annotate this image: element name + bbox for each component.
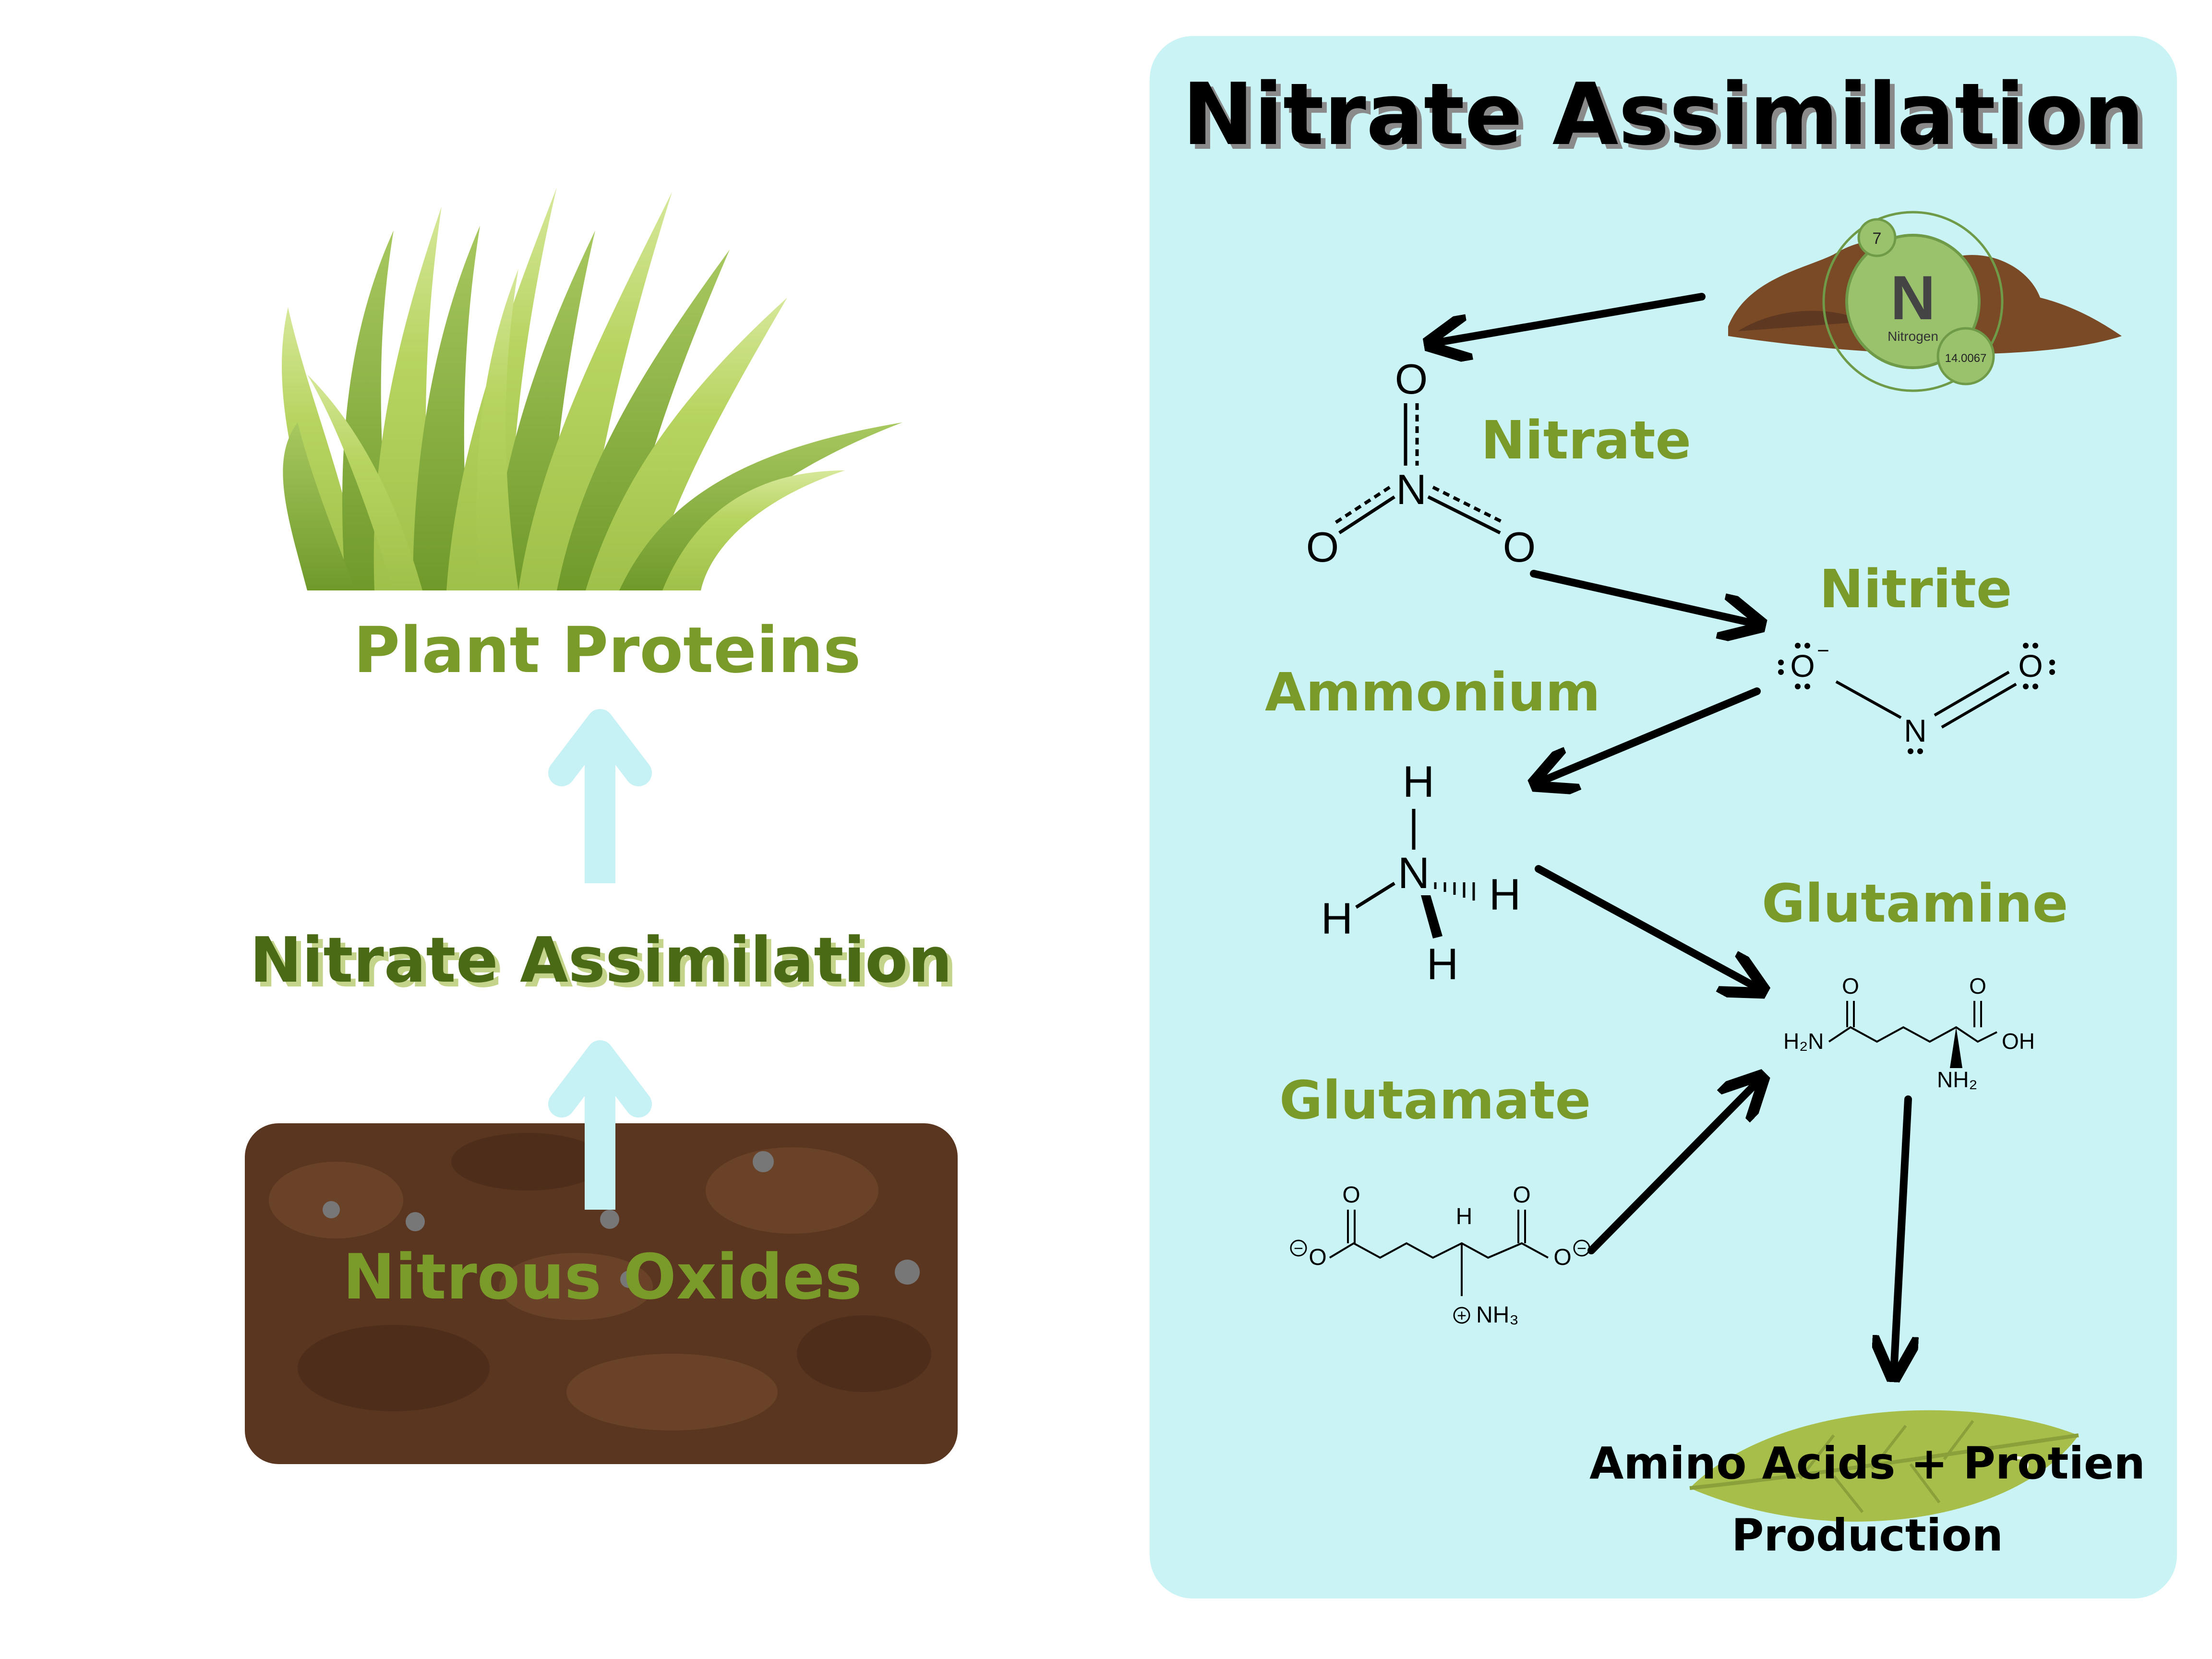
panel-title: Nitrate Assimilation: [1182, 65, 2144, 164]
svg-text:O: O: [1842, 974, 1859, 998]
nitrogen-symbol: N: [1890, 263, 1936, 333]
nitrate-assimilation-label: Nitrate Assimilation: [254, 928, 957, 1001]
svg-text:O: O: [1513, 1182, 1530, 1208]
right-panel-background: [1150, 36, 2177, 1599]
svg-text:H: H: [1403, 757, 1434, 806]
svg-text:O: O: [1306, 523, 1339, 571]
nitrogen-atomic-mass: 14.0067: [1945, 352, 1987, 365]
ammonium-molecule: H N H H H: [1321, 757, 1521, 989]
final-product-line1: Amino Acids + Protien: [1589, 1438, 2145, 1489]
upward-arrow-upper: [548, 709, 652, 883]
svg-text:NH₂: NH₂: [1937, 1067, 1977, 1092]
svg-text:OH: OH: [2002, 1029, 2035, 1054]
svg-text:−: −: [1577, 1239, 1587, 1258]
glutamate-label: Glutamate: [1279, 1070, 1591, 1131]
nitrogen-atom-icon: [1845, 234, 1981, 369]
svg-text:O: O: [1342, 1182, 1360, 1208]
arrow-ammonium-to-glutamine: [1535, 865, 1759, 989]
svg-text:O: O: [2018, 648, 2043, 684]
flow-arrows: [1433, 293, 1908, 1373]
nitrate-molecule: O N O O: [1306, 355, 1536, 571]
arrow-glutamine-to-production: [1894, 1095, 1908, 1373]
final-product-line2: Production: [1731, 1510, 2003, 1561]
right-panel: Nitrate Assimilation Nitrate Assimilatio…: [1150, 36, 2177, 1599]
svg-text:O: O: [1395, 355, 1428, 403]
svg-text:O: O: [1969, 974, 1986, 998]
arrow-badge-to-nitrate: [1433, 293, 1706, 343]
svg-text:H: H: [1321, 894, 1353, 943]
arrow-glutamate-to-glutamine: [1587, 1080, 1759, 1254]
svg-text:−: −: [1294, 1239, 1303, 1258]
upward-arrow-lower: [548, 1040, 652, 1210]
left-panel: Plant Proteins Nitrate Assimilation Nitr…: [245, 187, 958, 1464]
svg-text:NH₃: NH₃: [1476, 1302, 1519, 1328]
svg-text:H: H: [1489, 870, 1521, 919]
nitrite-label: Nitrite: [1819, 558, 2012, 620]
arrow-nitrite-to-ammonium: [1539, 687, 1761, 782]
svg-text:N: N: [1396, 466, 1427, 513]
svg-text:H₂N: H₂N: [1783, 1029, 1824, 1054]
nitrogen-name: Nitrogen: [1887, 329, 1938, 344]
svg-text:O: O: [1309, 1245, 1326, 1270]
soil-block: [245, 1123, 958, 1464]
arrow-nitrate-to-nitrite: [1530, 570, 1757, 624]
svg-text:O: O: [1790, 648, 1815, 684]
svg-text:H: H: [1456, 1204, 1473, 1229]
nitrous-oxides-label: Nitrous Oxides: [343, 1240, 862, 1313]
svg-text:N: N: [1904, 713, 1927, 748]
plant-proteins-label: Plant Proteins: [353, 613, 861, 687]
glutamine-label: Glutamine: [1762, 873, 2068, 934]
panel-title-shadow: Nitrate Assimilation: [1187, 70, 2149, 169]
svg-text:O: O: [1553, 1245, 1571, 1270]
grass-illustration: [282, 187, 902, 590]
nitrogen-soil-illustration: 7 14.0067 N Nitrogen: [1728, 211, 2122, 392]
leaf-illustration: [1689, 1410, 2079, 1522]
svg-text:O: O: [1503, 523, 1536, 571]
svg-text:−: −: [1817, 639, 1829, 662]
nitrogen-atomic-number: 7: [1873, 229, 1882, 248]
nitrite-molecule: O − N O: [1778, 639, 2055, 754]
nitrate-assimilation-label-front: Nitrate Assimilation: [250, 924, 952, 997]
svg-text:H: H: [1427, 940, 1458, 989]
glutamate-molecule: O O − H O O − NH₃ +: [1290, 1182, 1590, 1328]
glutamine-molecule: H₂N O O OH NH₂: [1783, 974, 2035, 1092]
ammonium-label: Ammonium: [1265, 661, 1600, 723]
svg-text:N: N: [1398, 849, 1430, 898]
svg-text:+: +: [1457, 1307, 1467, 1325]
nitrate-label: Nitrate: [1481, 409, 1691, 471]
